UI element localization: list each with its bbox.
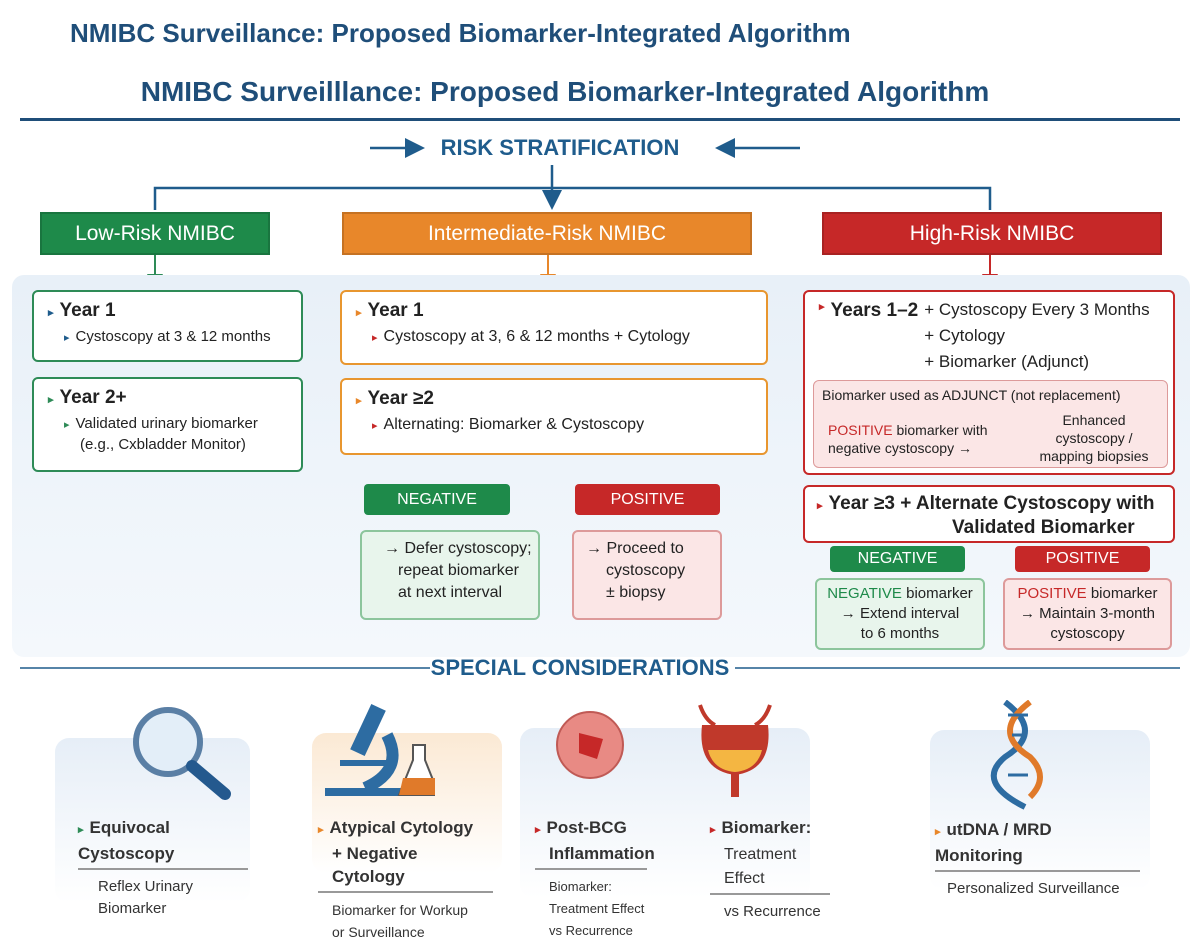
low-year1-text: Cystoscopy at 3 & 12 months [75, 328, 271, 345]
adjunct-text: biomarker with [892, 422, 988, 438]
low-year2-label: Year 2+ [59, 387, 127, 408]
special-considerations-title: SPECIAL CONSIDERATIONS [430, 655, 730, 680]
card3-title2: Inflammation [549, 844, 655, 863]
risk-stratification-label: RISK STRATIFICATION [440, 135, 680, 160]
int-neg-line1: → Defer cystoscopy; [384, 540, 532, 557]
bladder-icon [698, 704, 772, 797]
high-positive-action: POSITIVE biomarker → Maintain 3-month cys… [1003, 578, 1172, 650]
high-risk-header: High-Risk NMIBC [822, 212, 1162, 255]
int-negative-badge: NEGATIVE [364, 484, 510, 515]
microscope-icon [325, 703, 435, 796]
special-card-5: ▸utDNA / MRD Monitoring Personalized Sur… [935, 818, 1140, 900]
card3-detail2: Treatment Effect [549, 901, 645, 916]
int-neg-line2: repeat biomarker [398, 562, 519, 579]
card1-detail1: Reflex Urinary [98, 878, 194, 895]
card4-detail1: vs Recurrence [724, 903, 821, 920]
int-positive-action: → Proceed to cystoscopy ± biopsy [572, 530, 722, 620]
adjunct-positive-word: POSITIVE [828, 422, 893, 438]
high-item-cystoscopy: + Cystoscopy Every 3 Months [924, 300, 1150, 319]
low-year2-detail: Validated urinary biomarker [75, 415, 258, 432]
high-positive-badge: POSITIVE [1015, 546, 1150, 572]
magnifier-icon [133, 707, 231, 800]
low-year1-label: Year 1 [59, 300, 116, 321]
high-pos-line1: → Maintain 3-month [1019, 605, 1156, 622]
high-neg-line2: to 6 months [860, 625, 940, 642]
int-year1-detail: Cystoscopy at 3, 6 & 12 months + Cytolog… [383, 328, 690, 345]
int-year2-label: Year ≥2 [367, 388, 434, 409]
adjunct-action-2: cystoscopy / [1055, 430, 1133, 446]
adjunct-text2: negative cystoscopy → [828, 440, 972, 456]
card2-detail1: Biomarker for Workup [332, 902, 468, 918]
int-negative-action: → Defer cystoscopy; repeat biomarker at ne… [360, 530, 540, 620]
card2-title1: Atypical Cytology [329, 818, 474, 837]
low-year1-box: ▸Year 1 ▸Cystoscopy at 3 & 12 months [32, 290, 303, 362]
card4-title2: Treatment Effect [724, 846, 797, 887]
adjunct-action-1: Enhanced [1062, 412, 1126, 428]
adjunct-action-3: mapping biopsies [1039, 448, 1149, 464]
int-pos-line2: cystoscopy [606, 562, 686, 579]
card3-detail3: vs Recurrence [549, 923, 633, 938]
high-neg-rest: biomarker [901, 585, 973, 602]
adjunct-note-box: Biomarker used as ADJUNCT (not replaceme… [813, 380, 1168, 468]
inflamed-tissue-icon [556, 711, 624, 779]
card3-title1: Post-BCG [546, 818, 627, 837]
int-neg-line3: at next interval [398, 584, 503, 601]
high-pos-rest: biomarker [1086, 585, 1158, 602]
card2-title2: + Negative Cytology [332, 844, 418, 886]
high-negative-badge: NEGATIVE [830, 546, 965, 572]
int-pos-line1: → Proceed to [586, 540, 684, 557]
adjunct-note: Biomarker used as ADJUNCT (not replaceme… [822, 387, 1121, 403]
card5-detail: Personalized Surveillance [947, 880, 1120, 897]
int-year1-label: Year 1 [367, 300, 424, 321]
low-year2-example: (e.g., Cxbladder Monitor) [80, 436, 246, 453]
int-year1-box: ▸Year 1 ▸Cystoscopy at 3, 6 & 12 months … [340, 290, 768, 365]
top-title: NMIBC Surveillance: Proposed Biomarker-I… [70, 18, 851, 48]
special-card-2: ▸Atypical Cytology+ Negative Cytology Bi… [318, 816, 493, 943]
low-year2-box: ▸Year 2+ ▸Validated urinary biomarker(e.… [32, 377, 303, 472]
high-year3-detail2: Validated Biomarker [952, 517, 1135, 538]
card3-detail1: Biomarker: [549, 879, 612, 894]
high-neg-line1: → Extend interval [840, 605, 960, 622]
high-year3-detail: + Alternate Cystoscopy with [900, 493, 1155, 514]
int-year2-box: ▸Year ≥2 ▸Alternating: Biomarker & Cysto… [340, 378, 768, 455]
card-bg-2 [312, 733, 502, 873]
int-pos-line3: ± biopsy [606, 584, 666, 601]
low-year1-detail: ▸Cystoscopy at 3 & 12 months [64, 328, 271, 345]
card5-title: utDNA / MRD Monitoring [935, 820, 1052, 865]
high-item-biomarker: + Biomarker (Adjunct) [924, 352, 1090, 371]
card1-title: Equivocal Cystoscopy [78, 818, 175, 863]
high-year3-label: Year ≥3 [828, 493, 895, 514]
main-title: NMIBC Surveilllance: Proposed Biomarker-… [140, 76, 990, 107]
card-bg-5 [930, 730, 1150, 890]
high-item-cytology: + Cytology [924, 326, 1006, 345]
card2-detail2: or Surveillance [332, 924, 425, 940]
title-divider [20, 118, 1180, 121]
card1-detail2: Biomarker [98, 900, 167, 917]
dna-icon [990, 700, 1043, 810]
intermediate-risk-header: Intermediate-Risk NMIBC [342, 212, 752, 255]
high-pos-line2: cystoscopy [1050, 625, 1125, 642]
int-year2-detail: Alternating: Biomarker & Cystoscopy [383, 416, 645, 433]
high-neg-word: NEGATIVE [827, 585, 902, 602]
card4-title1: Biomarker: [721, 818, 812, 837]
special-card-4: ▸Biomarker:Treatment Effect vs Recurrenc… [710, 816, 830, 923]
high-negative-action: NEGATIVE biomarker → Extend interval to 6… [815, 578, 985, 650]
high-years12-label: Years 1–2 [830, 300, 919, 321]
low-risk-header: Low-Risk NMIBC [40, 212, 270, 255]
int-positive-badge: POSITIVE [575, 484, 720, 515]
high-pos-word: POSITIVE [1017, 585, 1087, 602]
